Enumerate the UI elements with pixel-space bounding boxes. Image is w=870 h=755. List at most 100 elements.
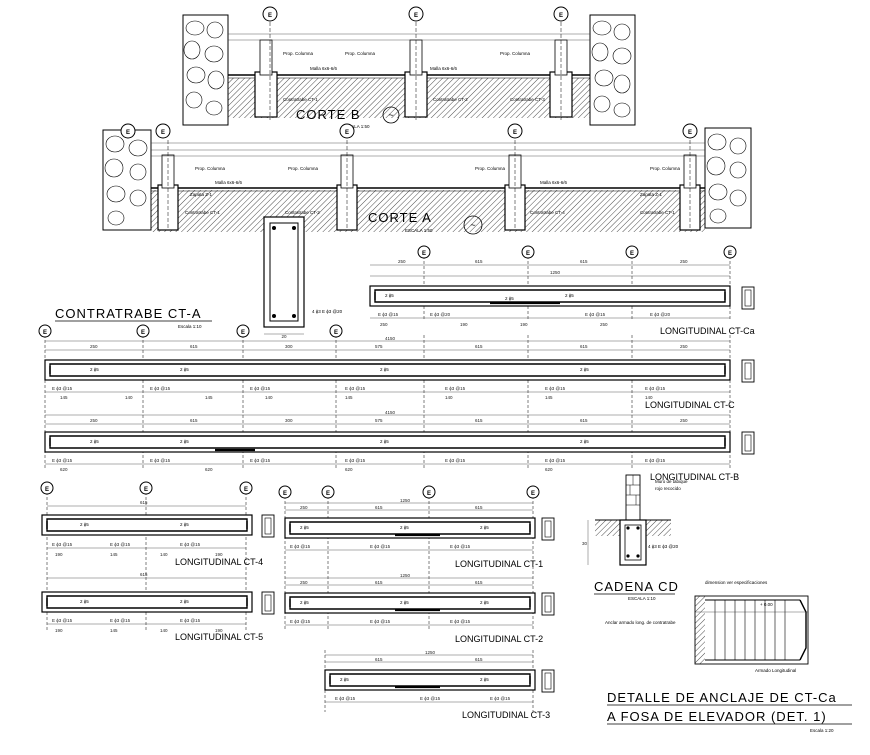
dim: 140 [160, 628, 168, 633]
dim: 190 [55, 628, 63, 633]
label-ct-1: LONGITUDINAL CT-1 [455, 559, 543, 569]
dim: 615 [190, 418, 198, 423]
label-malla: Malla 6x6-6/6 [215, 180, 243, 185]
dim: 250 [380, 322, 388, 327]
dim: 250 [90, 418, 98, 423]
stirrup-label: E ϕ3 @15 [52, 386, 73, 391]
rebar-label-top: 2 ϕ5 [565, 293, 574, 298]
rebar-label-top: 2 ϕ5 [80, 599, 89, 604]
dim: 615 [475, 505, 483, 510]
longitudinal-ct-b: 4150 250 615 300 575 615 615 250 2 ϕ5 2 … [44, 410, 755, 482]
stone-wall-left-b [182, 14, 229, 126]
longitudinal-ct-1: E E E E 1250 250 615 615 2 ϕ5 2 ϕ5 2 ϕ5 … [278, 485, 555, 630]
axis-label: E [422, 251, 426, 257]
dim: 575 [375, 344, 383, 349]
axis-bubble: E [682, 123, 698, 139]
axis-bubble: E [723, 245, 737, 259]
dim: 250 [300, 580, 308, 585]
axis-bubble: E [339, 123, 355, 139]
longitudinal-ct-4: E E E 615 2 ϕ5 2 ϕ5 E ϕ3 @15 E ϕ3 @15 E … [40, 481, 275, 630]
dim: 250 [680, 344, 688, 349]
axis-label: E [244, 487, 248, 493]
label-prop-columna: Prop. Columna [195, 166, 226, 171]
axis-bubble: E [408, 6, 424, 22]
stirrup-label: E ϕ3 @15 [52, 458, 73, 463]
corte-a-section: E E E E E Prop. Columna Prop. Columna Pr… [102, 123, 752, 235]
axis-label: E [283, 491, 287, 497]
detail-note-b: Anclar armado long. de contratrabe [605, 620, 676, 625]
label-prop-columna: Prop. Columna [500, 51, 531, 56]
axis-label: E [630, 251, 634, 257]
dim: 575 [375, 418, 383, 423]
rebar-label-top: 2 ϕ5 [580, 439, 589, 444]
axis-bubble: E [321, 485, 335, 499]
dim: 140 [265, 395, 273, 400]
longitudinal-ct-c: E E E E 4150 250 615 300 575 615 615 250… [38, 324, 755, 470]
axis-label: E [45, 487, 49, 493]
dim: 620 [345, 467, 353, 472]
label-ct-c: LONGITUDINAL CT-C [645, 400, 735, 410]
corte-b-symbol: ~ [388, 110, 393, 120]
stirrup-label: E ϕ3 @15 [150, 458, 171, 463]
axis-bubble: E [278, 485, 292, 499]
dim: 615 [580, 344, 588, 349]
label-contratrabe-ct1: Contratrabe CT-1 [185, 210, 220, 215]
corte-b-title: CORTE B [296, 107, 361, 122]
label-prop-columna: Prop. Columna [650, 166, 681, 171]
stirrup-label: E ϕ3 @15 [450, 544, 471, 549]
dim: 615 [140, 500, 148, 505]
axis-label: E [241, 330, 245, 336]
rebar-label-top: 2 ϕ5 [300, 600, 309, 605]
axis-bubble: E [40, 481, 54, 495]
label-prop-columna: Prop. Columna [345, 51, 376, 56]
label-ct-3: LONGITUDINAL CT-3 [462, 710, 550, 720]
dim: 300 [285, 418, 293, 423]
stirrup-label: E ϕ3 @15 [52, 618, 73, 623]
axis-label: E [268, 13, 272, 19]
axis-bubble: E [329, 324, 343, 338]
cadena-title: CADENA CD [594, 579, 679, 594]
dim: 145 [205, 395, 213, 400]
stirrup-label: E ϕ3 @15 [345, 458, 366, 463]
dim: 145 [110, 628, 118, 633]
corte-b-section: E E E Prop. Columna Prop. Columna Prop. … [182, 6, 636, 129]
axis-label: E [531, 491, 535, 497]
corte-b-ct1 [254, 71, 278, 118]
axis-bubble: E [507, 123, 523, 139]
dim: 615 [475, 259, 483, 264]
dim: 620 [545, 467, 553, 472]
label-malla: Malla 6x6-6/6 [430, 66, 458, 71]
longitudinal-ct-2: 1250 250 615 615 2 ϕ5 2 ϕ5 2 ϕ5 E ϕ3 @15… [284, 573, 555, 644]
contratrabe-title: CONTRATRABE CT-A [55, 306, 202, 321]
dim: 250 [398, 259, 406, 264]
stirrup-label: E ϕ3 @15 [110, 542, 131, 547]
dim: 615 [580, 418, 588, 423]
axis-label: E [559, 13, 563, 19]
detalle-title-2: A FOSA DE ELEVADOR (DET. 1) [607, 709, 827, 724]
dim: 615 [190, 344, 198, 349]
axis-bubble: E [155, 123, 171, 139]
stirrup-label: E ϕ3 @15 [585, 312, 606, 317]
rebar-label-top: 2 ϕ5 [180, 599, 189, 604]
axis-label: E [334, 330, 338, 336]
dim: 140 [445, 395, 453, 400]
label-rojo: rojo recocido [655, 486, 681, 491]
axis-label: E [345, 130, 349, 136]
stirrup-label: E ϕ3 @15 [420, 696, 441, 701]
dim: 140 [125, 395, 133, 400]
axis-bubble: E [625, 245, 639, 259]
label-ct-b: LONGITUDINAL CT-B [650, 472, 739, 482]
dim: 615 [140, 572, 148, 577]
dim: 190 [215, 552, 223, 557]
rebar-label-top: 2 ϕ5 [480, 600, 489, 605]
dim: 4150 [385, 410, 396, 415]
cta-rebar-note: 4 ϕ3 E ϕ3 @20 [312, 309, 343, 314]
corte-a-symbol: ~ [470, 220, 475, 230]
label-malla: Malla 6x6-6/6 [540, 180, 568, 185]
stirrup-label: E ϕ3 @15 [52, 542, 73, 547]
dim-width: 20 [281, 334, 287, 339]
stirrup-label: E ϕ3 @15 [545, 386, 566, 391]
stirrup-label: E ϕ3 @15 [345, 386, 366, 391]
dim: 145 [60, 395, 68, 400]
